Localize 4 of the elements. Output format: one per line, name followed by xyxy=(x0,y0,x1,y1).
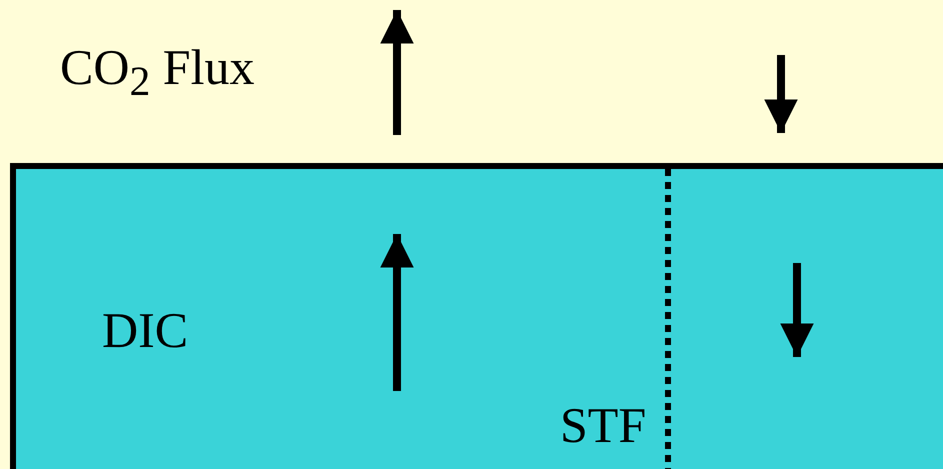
region-label: DIC xyxy=(102,305,188,355)
flux-label: CO$_{2}$ Flux xyxy=(60,42,254,104)
front-label: STF xyxy=(560,400,646,450)
ocean-region xyxy=(10,163,943,469)
